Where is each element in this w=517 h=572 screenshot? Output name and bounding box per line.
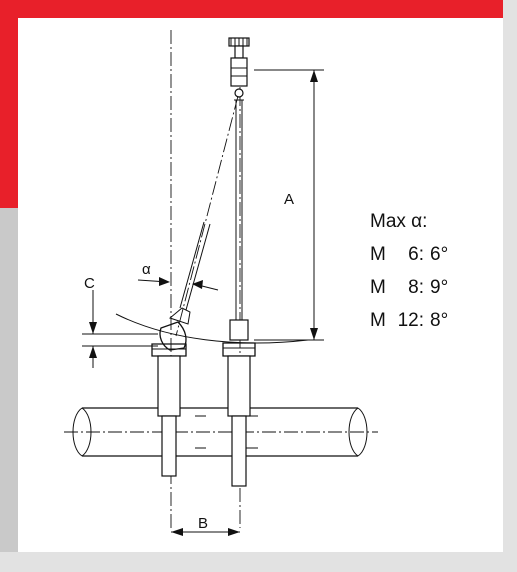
vertical-rod-assembly: [222, 37, 256, 487]
drawing-panel: A B C α Max α: M 6: 6° M 8: 9° M 12: 8°: [18, 18, 503, 552]
dimension-label-c: C: [84, 275, 95, 292]
spec-row-model: M: [370, 244, 386, 265]
frame-right-grey: [503, 0, 517, 572]
spec-row-value: 9°: [430, 277, 448, 298]
frame-left-grey: [0, 208, 18, 572]
angle-alpha-marker: [137, 277, 219, 291]
spec-row-model: M: [370, 277, 386, 298]
tilted-rod-assembly: [151, 221, 211, 477]
spec-row-size: 8:: [408, 277, 424, 298]
dimension-b: [171, 528, 240, 536]
spec-row-size: 12:: [398, 310, 424, 331]
tilt-reference-line: [175, 95, 239, 337]
pipe: [64, 407, 378, 457]
dimension-label-b: B: [198, 515, 208, 532]
angle-label-alpha: α: [142, 261, 151, 278]
spec-row-value: 8°: [430, 310, 448, 331]
max-angle-spec: Max α: M 6: 6° M 8: 9° M 12: 8°: [370, 211, 448, 331]
dimension-c: [82, 290, 158, 368]
spec-row-size: 6:: [408, 244, 424, 265]
spec-title: Max α:: [370, 211, 427, 232]
technical-drawing: A B C α Max α: M 6: 6° M 8: 9° M 12: 8°: [64, 30, 448, 536]
frame-top-red: [0, 0, 517, 18]
frame-bottom-grey: [0, 552, 517, 572]
swing-arc: [115, 313, 309, 344]
spec-row-value: 6°: [430, 244, 448, 265]
frame-left-red: [0, 0, 18, 208]
dimension-label-a: A: [284, 191, 294, 208]
dimension-a: [254, 69, 324, 341]
spec-row-model: M: [370, 310, 386, 331]
